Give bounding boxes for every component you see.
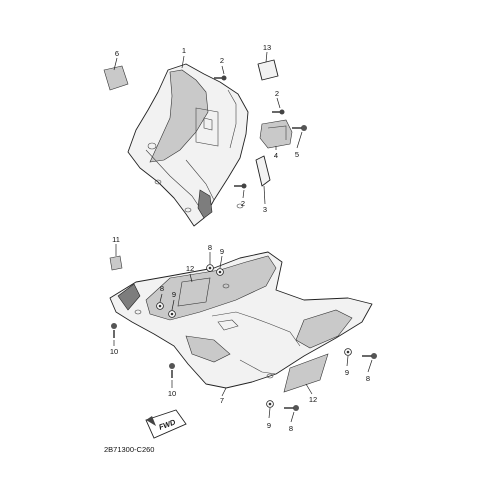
pad-12-left bbox=[177, 277, 211, 307]
callout-12-left: 12 bbox=[186, 264, 194, 273]
callout-8-a: 8 bbox=[208, 243, 212, 252]
callout-8-b: 8 bbox=[160, 284, 164, 293]
callout-9-d: 9 bbox=[267, 421, 271, 430]
washer-9-f bbox=[266, 400, 274, 408]
callout-8-c: 8 bbox=[366, 374, 370, 383]
bolt-8-right bbox=[362, 353, 377, 359]
washer-9-b bbox=[216, 268, 224, 276]
bolt-8-bottom bbox=[284, 405, 299, 411]
screw-2-low bbox=[234, 183, 247, 189]
callout-10-left: 10 bbox=[110, 347, 118, 356]
callout-3: 3 bbox=[263, 205, 267, 214]
clip-11 bbox=[109, 255, 123, 271]
callout-2-low: 2 bbox=[241, 199, 245, 208]
washer-9-e bbox=[344, 348, 352, 356]
washer-9-c bbox=[156, 302, 164, 310]
callout-1: 1 bbox=[182, 46, 186, 55]
floor-cover-panel bbox=[109, 251, 373, 389]
washer-9-d bbox=[168, 310, 176, 318]
callout-2-mid: 2 bbox=[275, 89, 279, 98]
callout-2-top: 2 bbox=[220, 56, 224, 65]
leader-lines bbox=[113, 51, 373, 423]
callout-6: 6 bbox=[115, 49, 119, 58]
screw-2-mid bbox=[272, 109, 285, 115]
fwd-arrow-icon: FWD bbox=[145, 409, 187, 439]
callout-5: 5 bbox=[295, 150, 299, 159]
callout-8-d: 8 bbox=[289, 424, 293, 433]
label-plate-6 bbox=[103, 65, 129, 91]
callout-13: 13 bbox=[263, 43, 271, 52]
screw-10-left bbox=[111, 323, 117, 338]
callout-7: 7 bbox=[220, 396, 224, 405]
washer-9-a bbox=[206, 264, 214, 272]
bracket-4 bbox=[259, 119, 293, 149]
callout-4: 4 bbox=[274, 151, 278, 160]
screw-10-mid bbox=[169, 363, 175, 378]
bolt-5 bbox=[292, 125, 307, 131]
label-plate-13 bbox=[257, 59, 279, 81]
callout-labels: 1 2 2 2 3 4 5 6 13 11 12 8 9 8 9 10 10 7… bbox=[110, 43, 370, 433]
clip-3 bbox=[255, 155, 271, 187]
callout-10-mid: 10 bbox=[168, 389, 176, 398]
callout-9-a: 9 bbox=[220, 247, 224, 256]
callout-9-b: 9 bbox=[172, 290, 176, 299]
diagram-code: 2B71300-C260 bbox=[104, 445, 154, 454]
pad-12-right bbox=[283, 353, 329, 393]
screw-2-top bbox=[214, 75, 227, 81]
callout-9-c: 9 bbox=[345, 368, 349, 377]
leg-shield-panel bbox=[127, 63, 249, 227]
callout-12-right: 12 bbox=[309, 395, 317, 404]
callout-11: 11 bbox=[112, 235, 120, 244]
